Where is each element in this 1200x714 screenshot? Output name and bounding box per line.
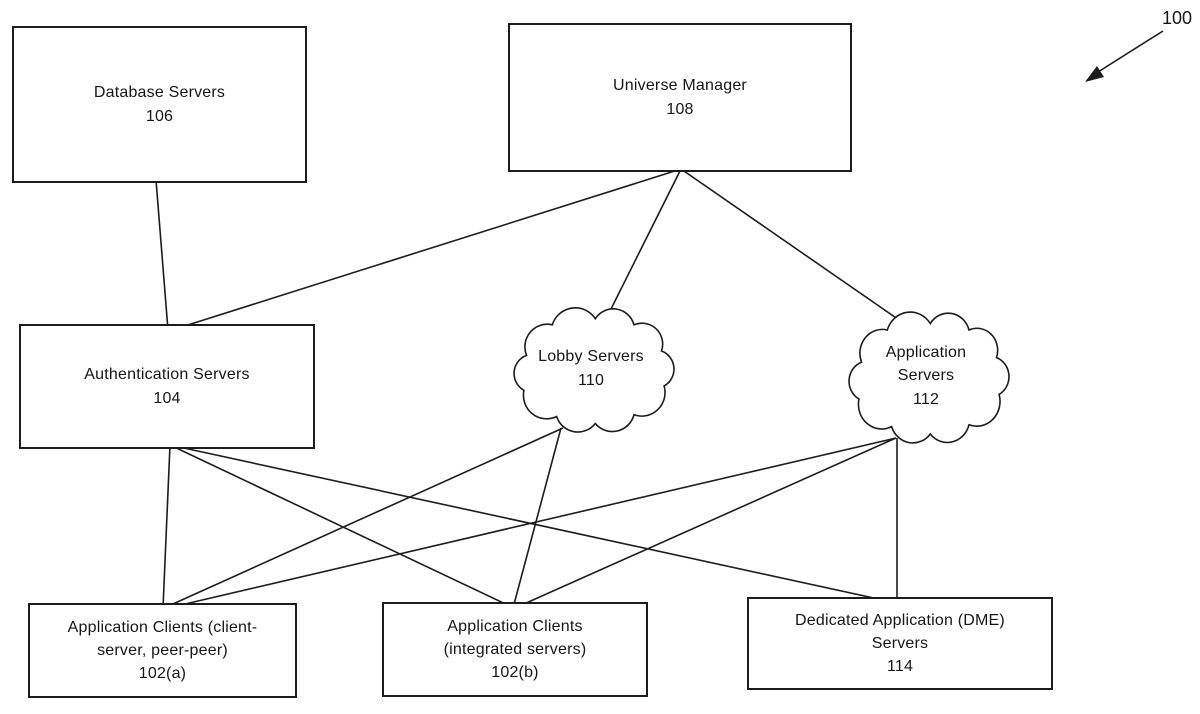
dme-servers-label: Dedicated Application (DME) Servers 114 — [795, 611, 1005, 676]
application-clients-b-box: Application Clients (integrated servers)… — [382, 602, 648, 697]
edge-universe-application-servers — [680, 168, 903, 323]
edge-authentication-clients-a — [162, 444, 171, 609]
edge-authentication-clients-b — [169, 444, 515, 609]
universe-manager-label: Universe Manager 108 — [613, 77, 747, 118]
database-servers-box: Database Servers 106 — [12, 26, 307, 183]
lobby-servers-label: Lobby Servers 110 — [538, 348, 644, 389]
figure-ref-arrow-line — [1097, 30, 1164, 73]
edge-lobby-clients-a — [163, 427, 564, 609]
application-servers-cloud — [849, 312, 1009, 443]
edge-universe-authentication — [171, 168, 682, 331]
edge-application-servers-clients-a — [167, 437, 897, 609]
figure-ref-arrowhead-icon — [1085, 66, 1104, 82]
application-clients-a-label: Application Clients (client- server, pee… — [67, 618, 258, 683]
edge-universe-lobby — [607, 168, 682, 316]
lobby-servers-cloud — [514, 308, 674, 432]
authentication-servers-box: Authentication Servers 104 — [19, 324, 315, 449]
authentication-servers-label: Authentication Servers 104 — [84, 366, 250, 407]
figure-ref-label: 100 — [1161, 8, 1193, 28]
edge-database-authentication — [155, 179, 169, 331]
lobby-servers-cloud-label-area: Lobby Servers 110 — [505, 303, 677, 434]
database-servers-label: Database Servers 106 — [93, 84, 226, 125]
application-clients-b-label: Application Clients (integrated servers)… — [443, 617, 587, 682]
universe-manager-box: Universe Manager 108 — [508, 23, 852, 172]
application-servers-cloud-label-area: Application Servers 112 — [840, 307, 1012, 445]
application-clients-a-box: Application Clients (client- server, pee… — [28, 603, 297, 698]
edge-application-servers-clients-b — [514, 437, 897, 609]
dme-servers-box: Dedicated Application (DME) Servers 114 — [747, 597, 1053, 690]
edge-lobby-clients-b — [512, 427, 562, 609]
application-servers-label: Application Servers 112 — [885, 344, 967, 408]
